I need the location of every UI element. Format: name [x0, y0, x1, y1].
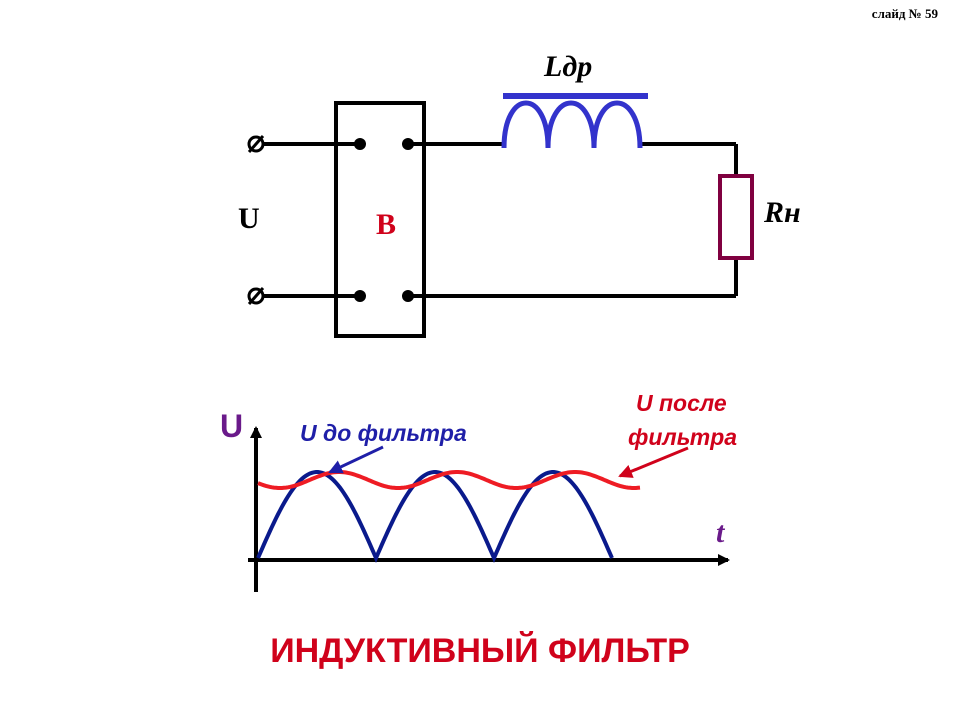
terminal-dot-in-top [354, 138, 366, 150]
rectifier-label: B [376, 208, 397, 241]
circuit [262, 101, 738, 338]
terminal-dot-out-top [402, 138, 414, 150]
load-resistor [718, 174, 754, 260]
slide-number: слайд № 59 [871, 6, 938, 21]
rectifier-terminals [354, 138, 414, 302]
slide-title: ИНДУКТИВНЫЙ ФИЛЬТР [270, 632, 690, 670]
arrow-after-label [618, 446, 689, 478]
before-filter-label: U до фильтра [300, 420, 467, 446]
input-voltage-label: U [238, 202, 260, 235]
input-terminals [247, 135, 265, 305]
after-filter-label-line2: фильтра [628, 424, 738, 450]
after-filter-label-line1: U после [636, 390, 727, 416]
curve-before-filter [256, 470, 614, 564]
terminal-dot-in-bottom [354, 290, 366, 302]
voltage-graph [248, 426, 730, 592]
y-axis-label: U [220, 408, 244, 444]
terminal-dot-out-bottom [402, 290, 414, 302]
curve-after-filter [257, 470, 641, 490]
rectifier-box [334, 101, 426, 338]
inductor [501, 93, 648, 149]
inductor-label: Lдр [544, 50, 593, 83]
x-axis-label: t [716, 516, 725, 549]
load-label: Rн [764, 196, 801, 229]
arrow-before-label [328, 445, 384, 474]
inductor-coil [501, 100, 643, 149]
